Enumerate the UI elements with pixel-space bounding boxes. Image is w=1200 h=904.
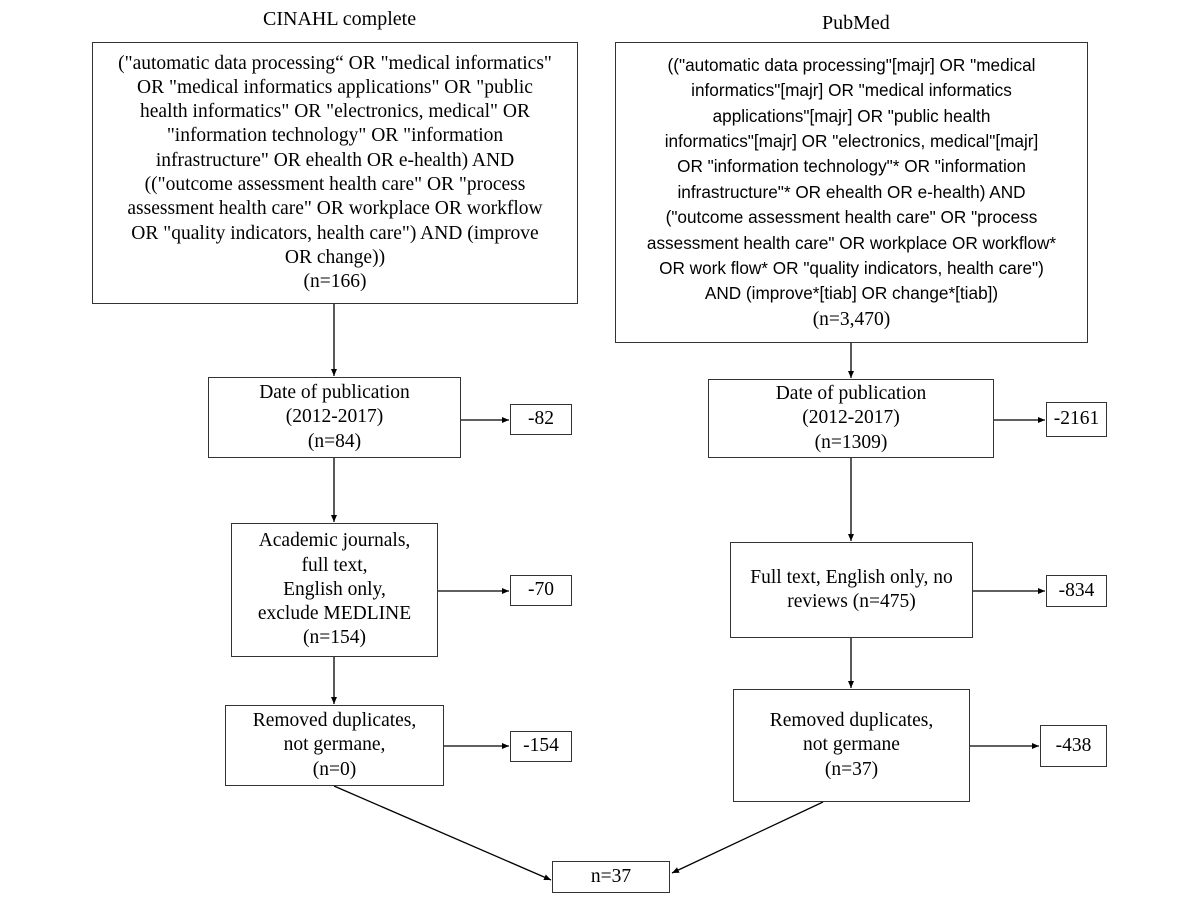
cinahl-journals-text: Academic journals, full text, English on… — [257, 530, 412, 649]
pubmed-query-count: (n=3,470) — [812, 308, 891, 330]
pubmed-query-box: (("automatic data processing"[majr] OR "… — [615, 42, 1088, 343]
pubmed-date-excluded: -2161 — [1053, 408, 1100, 430]
pubmed-duplicates-text: Removed duplicates, not germane (n=37) — [769, 710, 934, 780]
pubmed-title: PubMed — [822, 12, 890, 34]
pubmed-fulltext-excluded: -834 — [1058, 579, 1095, 601]
pubmed-date-text: Date of publication (2012-2017) (n=1309) — [775, 383, 927, 453]
cinahl-date-text: Date of publication (2012-2017) (n=84) — [259, 382, 410, 452]
pubmed-fulltext-excluded-box: -834 — [1046, 575, 1107, 607]
cinahl-journals-excluded-box: -70 — [510, 575, 572, 606]
cinahl-query-box: ("automatic data processing“ OR "medical… — [92, 42, 578, 304]
pubmed-duplicates-box: Removed duplicates, not germane (n=37) — [733, 689, 970, 802]
cinahl-duplicates-excluded-box: -154 — [510, 731, 572, 762]
pubmed-fulltext-text: Full text, English only, no reviews (n=4… — [750, 566, 953, 612]
cinahl-date-excluded: -82 — [528, 408, 554, 430]
cinahl-journals-box: Academic journals, full text, English on… — [231, 523, 438, 657]
cinahl-date-box: Date of publication (2012-2017) (n=84) — [208, 377, 461, 458]
cinahl-duplicates-excluded: -154 — [523, 735, 559, 757]
pubmed-date-excluded-box: -2161 — [1046, 402, 1107, 437]
cinahl-journals-excluded: -70 — [528, 579, 554, 601]
cinahl-duplicates-text: Removed duplicates, not germane, (n=0) — [252, 710, 417, 780]
final-result-text: n=37 — [590, 865, 632, 887]
pubmed-fulltext-box: Full text, English only, no reviews (n=4… — [730, 542, 973, 638]
cinahl-duplicates-box: Removed duplicates, not germane, (n=0) — [225, 705, 444, 786]
cinahl-query-text: ("automatic data processing“ OR "medical… — [118, 52, 552, 293]
cinahl-date-excluded-box: -82 — [510, 404, 572, 435]
cinahl-title: CINAHL complete — [263, 8, 417, 30]
arrow-pubmed-to-final — [671, 801, 824, 874]
pubmed-query-text: (("automatic data processing"[majr] OR "… — [646, 54, 1057, 304]
pubmed-duplicates-excluded-box: -438 — [1040, 725, 1107, 767]
pubmed-duplicates-excluded: -438 — [1055, 734, 1092, 756]
final-result-box: n=37 — [552, 861, 670, 893]
pubmed-date-box: Date of publication (2012-2017) (n=1309) — [708, 379, 994, 458]
arrow-cinahl-to-final — [333, 785, 552, 881]
